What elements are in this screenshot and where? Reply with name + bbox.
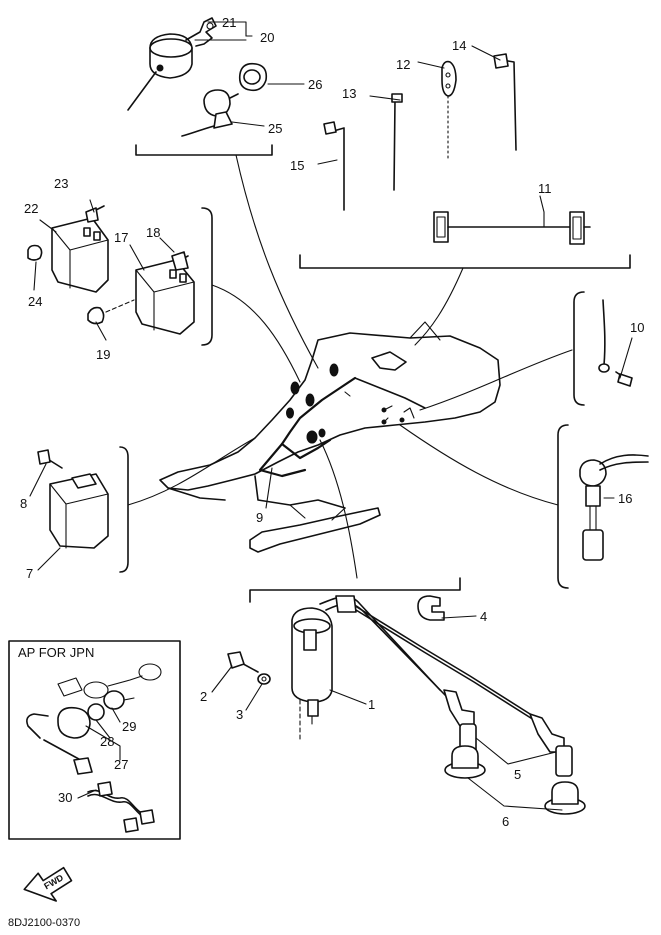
switch-knob-part: [238, 62, 268, 92]
callout-6: 6: [502, 814, 509, 829]
callout-28: 28: [100, 734, 114, 749]
callout-14: 14: [452, 38, 466, 53]
callout-21: 21: [222, 15, 236, 30]
clamp-part: [417, 595, 445, 621]
control-unit-22: [27, 205, 109, 293]
callout-18: 18: [146, 225, 160, 240]
leader-lines: [127, 154, 573, 579]
callout-24: 24: [28, 294, 42, 309]
document-code: 8DJ2100-0370: [8, 917, 80, 929]
callout-30: 30: [58, 790, 72, 805]
callout-11: 11: [538, 181, 552, 196]
bolt-washer-part: [227, 651, 271, 685]
callout-23: 23: [54, 176, 68, 191]
callout-3: 3: [236, 707, 243, 722]
control-unit-17: [87, 251, 195, 335]
callout-16: 16: [618, 491, 632, 506]
snowmobile-outline: [159, 321, 501, 553]
inset-title: AP FOR JPN: [18, 645, 94, 660]
callout-25: 25: [268, 121, 282, 136]
regulator-part: [37, 449, 109, 549]
callout-12: 12: [396, 57, 410, 72]
callout-20: 20: [260, 30, 274, 45]
lead-connector-part: [433, 211, 591, 245]
wire-harness: [258, 376, 426, 478]
plug-boots: [444, 745, 586, 815]
callout-5: 5: [514, 767, 521, 782]
callout-7: 7: [26, 566, 33, 581]
callout-26: 26: [308, 77, 322, 92]
callout-15: 15: [290, 158, 304, 173]
callout-27: 27: [114, 757, 128, 772]
sensor-part: [579, 454, 649, 561]
ground-lead-part: [598, 299, 633, 387]
callout-17: 17: [114, 230, 128, 245]
band-clamps: [323, 53, 517, 211]
callout-2: 2: [200, 689, 207, 704]
callout-numbers: 21 20 26 25 13 12 14 15 11 23 22 17 18 2…: [20, 15, 644, 829]
callout-leaders: [29, 21, 633, 811]
callout-9: 9: [256, 510, 263, 525]
callout-4: 4: [480, 609, 487, 624]
callout-1: 1: [368, 697, 375, 712]
callout-10: 10: [630, 320, 644, 335]
stop-switch-part: [181, 89, 239, 137]
callout-19: 19: [96, 347, 110, 362]
callout-22: 22: [24, 201, 38, 216]
ignition-coil-part: [291, 607, 333, 741]
plug-leads: [319, 595, 573, 777]
callout-29: 29: [122, 719, 136, 734]
callout-13: 13: [342, 86, 356, 101]
main-switch-part: [127, 17, 217, 111]
fwd-arrow-icon: FWD: [23, 866, 73, 902]
callout-8: 8: [20, 496, 27, 511]
group-brackets: [119, 144, 631, 603]
jpn-inset: AP FOR JPN: [8, 640, 181, 840]
